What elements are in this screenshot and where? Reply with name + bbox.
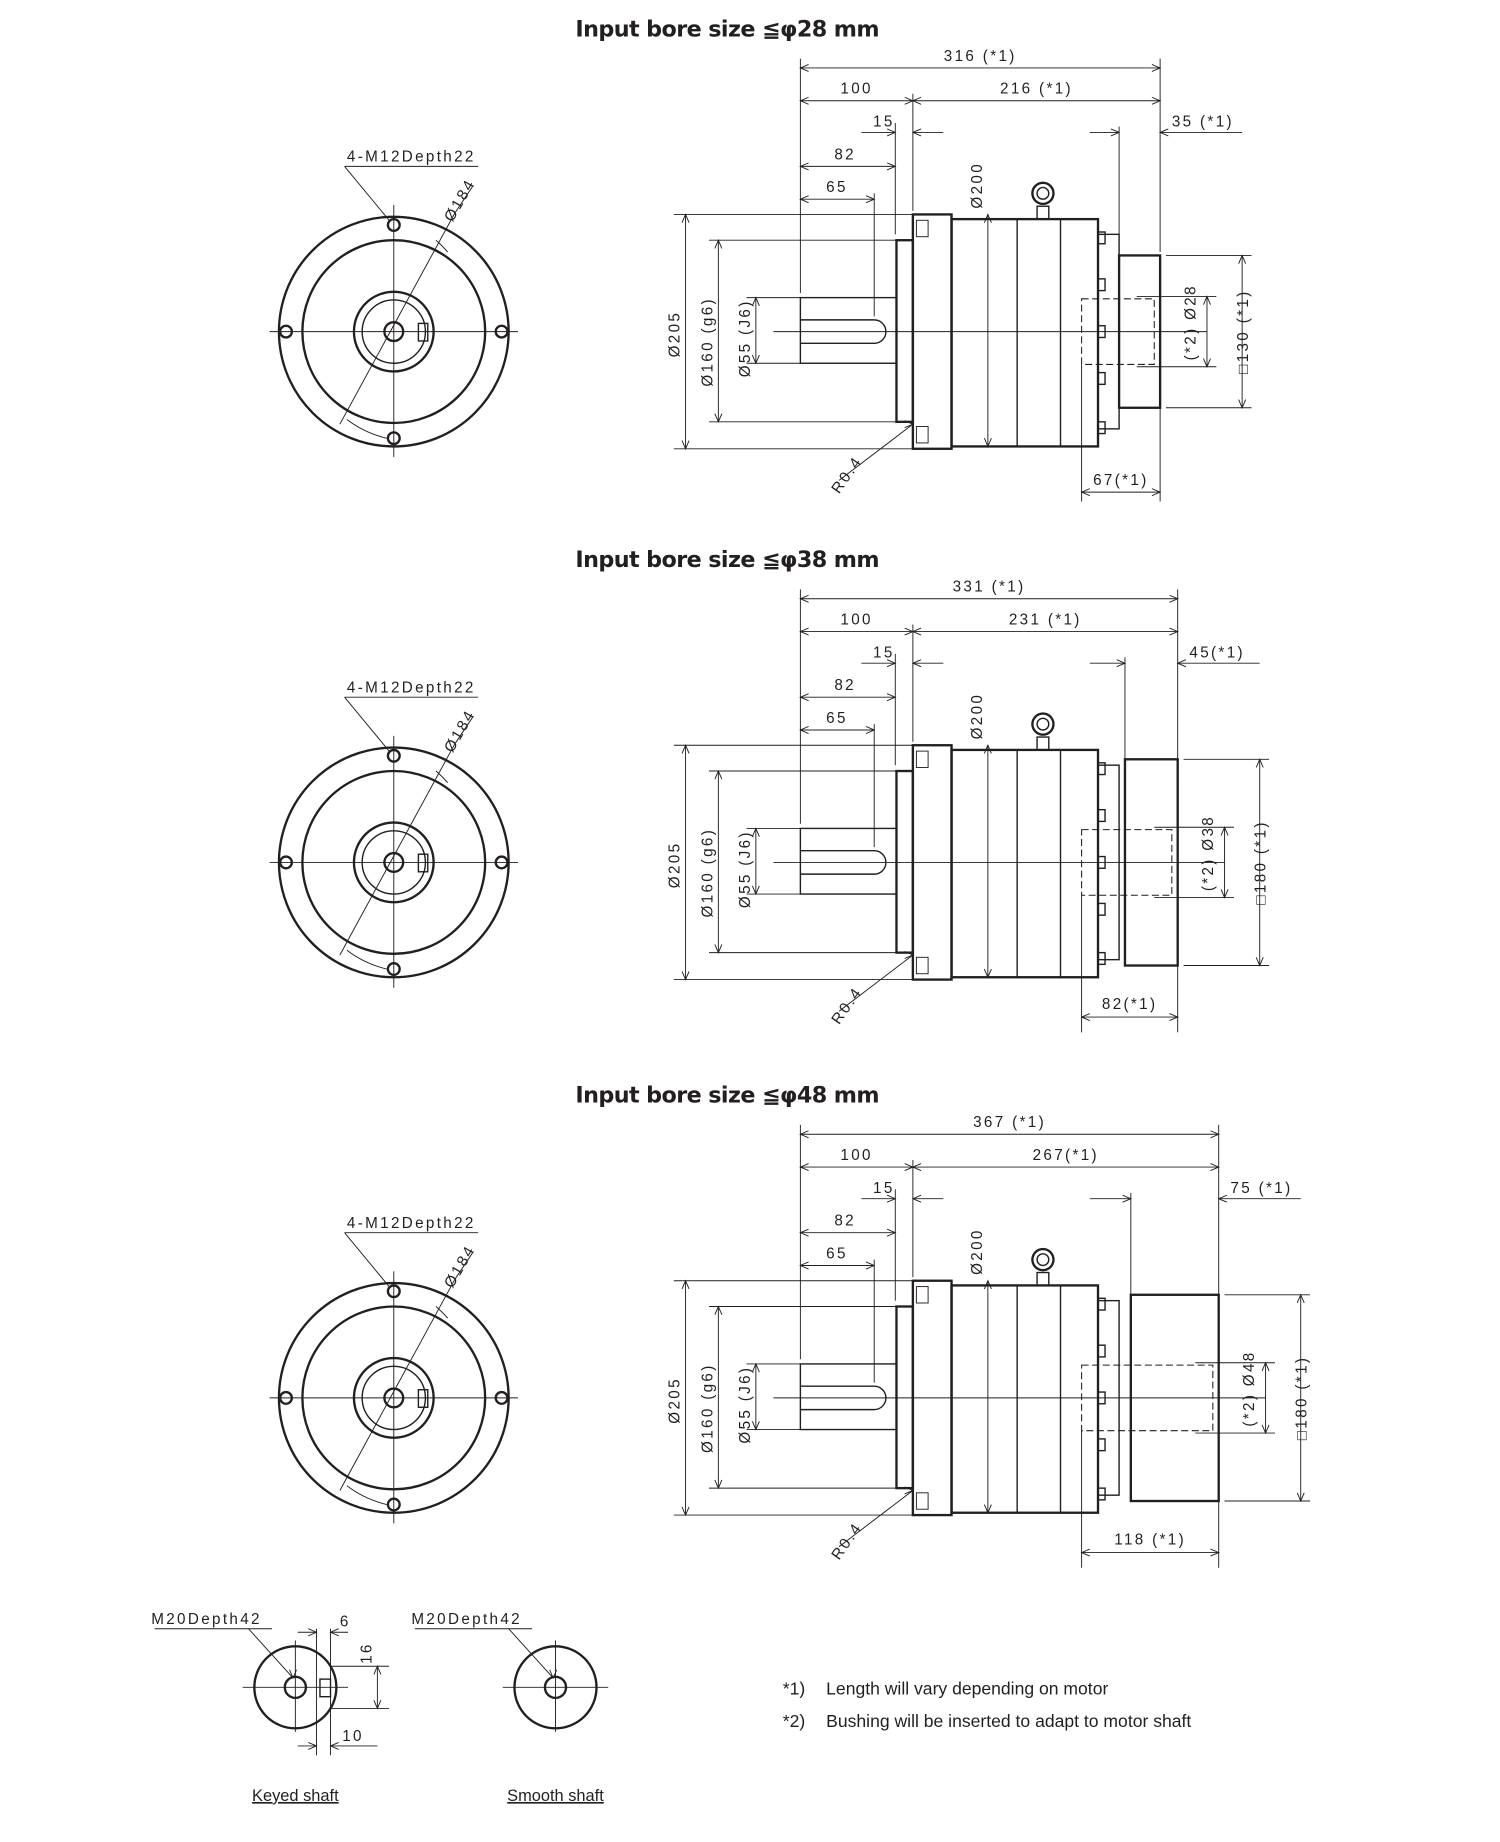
dim-dia200: Ø200 bbox=[969, 162, 986, 209]
dim-square: □180 (*1) bbox=[1294, 1356, 1311, 1440]
keyed-shaft-caption: Keyed shaft bbox=[252, 1787, 339, 1805]
dim-82: 82 bbox=[834, 146, 856, 163]
dim-rest: 216 (*1) bbox=[1000, 81, 1073, 98]
dimensions: 316 (*1) 100 216 (*1) 15 35 (*1) 82 65 Ø200Ø205… bbox=[667, 48, 1252, 502]
dim-65: 65 bbox=[826, 710, 848, 727]
dim-dia205: Ø205 bbox=[667, 1377, 684, 1424]
dim-dia160: Ø160 (g6) bbox=[700, 828, 717, 918]
dim-dia200: Ø200 bbox=[969, 693, 986, 740]
eye-bolt bbox=[1031, 1247, 1055, 1272]
dim-dia205: Ø205 bbox=[667, 311, 684, 358]
section-title: Input bore size ≦φ38 mm bbox=[575, 547, 879, 573]
dim-dia55: Ø55 (J6) bbox=[737, 1366, 754, 1444]
dim-end: 45(*1) bbox=[1189, 644, 1245, 661]
dim-total: 331 (*1) bbox=[953, 579, 1026, 596]
dim-radius: R0.4 bbox=[828, 1519, 866, 1563]
tap-label: M20Depth42 bbox=[151, 1611, 262, 1628]
dim-radius: R0.4 bbox=[828, 453, 866, 497]
key-depth-dim: 10 bbox=[342, 1728, 364, 1745]
tap-label: M20Depth42 bbox=[411, 1611, 522, 1628]
dim-bottom: 118 (*1) bbox=[1114, 1531, 1186, 1548]
dim-15: 15 bbox=[873, 114, 895, 131]
dim-total: 316 (*1) bbox=[944, 48, 1017, 65]
dim-end: 75 (*1) bbox=[1230, 1180, 1292, 1197]
tap-label: 4-M12Depth22 bbox=[347, 149, 476, 166]
dim-82: 82 bbox=[834, 1213, 856, 1230]
footnote-mark: *1) bbox=[783, 1678, 805, 1698]
footnote-mark: *2) bbox=[783, 1711, 805, 1731]
dim-dia200: Ø200 bbox=[969, 1228, 986, 1275]
dim-rest: 267(*1) bbox=[1033, 1147, 1099, 1164]
footnotes: *1) Length will vary depending on motor *2… bbox=[783, 1678, 1192, 1731]
footnote-text: Bushing will be inserted to adapt to mot… bbox=[826, 1711, 1191, 1731]
tap-label: 4-M12Depth22 bbox=[347, 1215, 476, 1232]
eye-bolt bbox=[1031, 712, 1055, 736]
smooth-shaft-caption: Smooth shaft bbox=[507, 1787, 604, 1805]
dim-82: 82 bbox=[834, 677, 856, 694]
dim-square: □180 (*1) bbox=[1253, 820, 1270, 904]
footnote-text: Length will vary depending on motor bbox=[826, 1678, 1108, 1698]
dim-total: 367 (*1) bbox=[973, 1114, 1046, 1131]
section-title: Input bore size ≦φ48 mm bbox=[575, 1083, 879, 1109]
dim-dia160: Ø160 (g6) bbox=[700, 297, 717, 387]
dim-dia55: Ø55 (J6) bbox=[737, 830, 754, 908]
dim-100: 100 bbox=[840, 612, 872, 629]
side-view bbox=[773, 181, 1207, 450]
dim-radius: R0.4 bbox=[828, 984, 866, 1028]
key-height-dim: 16 bbox=[359, 1642, 376, 1664]
dim-15: 15 bbox=[873, 644, 895, 661]
pcd-label: Ø184 bbox=[441, 176, 479, 225]
eye-bolt bbox=[1031, 181, 1055, 206]
dim-dia205: Ø205 bbox=[667, 842, 684, 889]
dim-100: 100 bbox=[840, 1147, 872, 1164]
section-title: Input bore size ≦φ28 mm bbox=[575, 16, 879, 42]
dim-bore: (*2) Ø28 bbox=[1182, 284, 1199, 360]
dim-bottom: 67(*1) bbox=[1093, 472, 1149, 489]
side-view bbox=[773, 712, 1225, 981]
dim-square: □130 (*1) bbox=[1235, 289, 1252, 373]
dim-dia55: Ø55 (J6) bbox=[737, 299, 754, 377]
dim-15: 15 bbox=[873, 1180, 895, 1197]
key-width-dim: 6 bbox=[340, 1613, 351, 1630]
tap-label: 4-M12Depth22 bbox=[347, 680, 476, 697]
dim-bore: (*2) Ø38 bbox=[1200, 815, 1217, 891]
dim-bottom: 82(*1) bbox=[1102, 996, 1158, 1013]
dim-dia160: Ø160 (g6) bbox=[700, 1363, 717, 1453]
dim-bore: (*2) Ø48 bbox=[1241, 1350, 1258, 1426]
side-view bbox=[773, 1247, 1266, 1517]
dim-rest: 231 (*1) bbox=[1009, 612, 1082, 629]
dim-65: 65 bbox=[826, 1245, 848, 1262]
dim-100: 100 bbox=[840, 81, 872, 98]
pcd-label: Ø184 bbox=[441, 1242, 479, 1291]
dim-end: 35 (*1) bbox=[1172, 114, 1234, 131]
dim-65: 65 bbox=[826, 179, 848, 196]
pcd-label: Ø184 bbox=[441, 707, 479, 756]
